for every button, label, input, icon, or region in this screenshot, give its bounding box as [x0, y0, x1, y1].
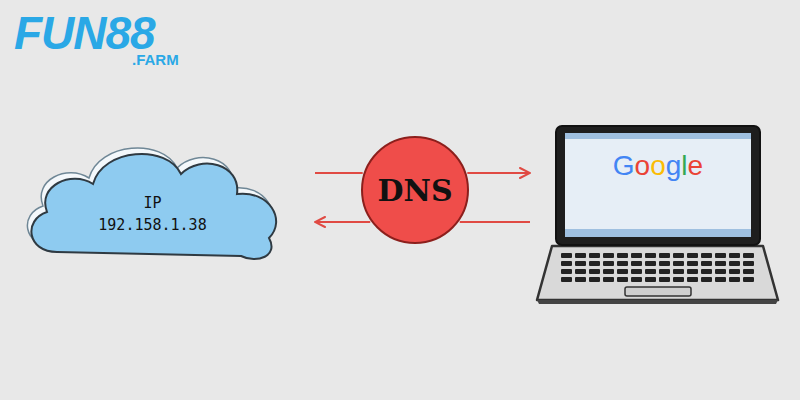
- dns-circle: DNS: [360, 135, 470, 245]
- cloud-server-text: IP: [143, 194, 161, 212]
- request-arrow: [315, 172, 363, 174]
- cloud-server: IP 192.158.1.38: [15, 140, 290, 270]
- cloud-server-text: 192.158.1.38: [98, 216, 206, 234]
- laptop-screen: Google: [555, 125, 761, 246]
- laptop-screen-text: Google: [613, 150, 703, 182]
- request-arrow: [467, 172, 530, 174]
- dns-circle-text: DNS: [377, 173, 452, 208]
- request-arrow: [460, 221, 530, 223]
- laptop-screen-outline: [555, 125, 761, 246]
- request-arrow: [315, 221, 370, 223]
- brand-domain: .FARM: [132, 51, 179, 68]
